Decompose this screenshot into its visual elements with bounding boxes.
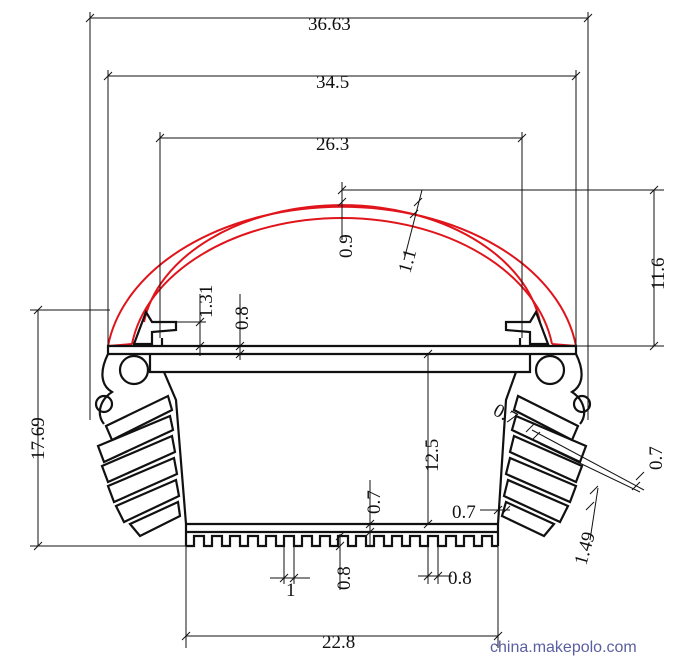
clip-left [132,309,178,346]
heatsink-body [94,338,592,548]
dim-base-wall: 0.7 [452,502,476,523]
dimension-labels: 36.63 34.5 26.3 11.6 0.9 1.1 1.31 0.8 17… [28,14,669,653]
dim-cover-thickness-edge: 1.1 [395,247,422,276]
dim-fin-spacing: 1.49 [571,530,600,568]
dim-cover-thickness: 0.9 [336,234,357,258]
dim-outer-width: 34.5 [316,72,349,93]
dim-base-thickness: 0.7 [364,490,385,514]
dim-overall-width: 36.63 [308,14,351,35]
dim-body-height: 17.69 [28,417,49,460]
dimension-lines [30,12,664,648]
watermark-text: china.makepolo.com [490,639,637,656]
dim-base-width: 22.8 [322,632,355,653]
dim-clip-height: 1.31 [196,285,217,318]
dim-inner-width: 26.3 [316,134,349,155]
dim-base-fin-gap-right: 0.8 [448,568,472,589]
clip-right [504,309,550,346]
dim-inner-height: 12.5 [422,439,443,472]
dim-clip-thickness: 0.8 [232,306,253,330]
dim-base-fin-width: 1 [286,580,296,601]
dim-cover-height: 11.6 [648,257,669,290]
dim-base-fin-gap-left: 0.8 [334,566,355,590]
dim-fin-thickness-side: 0.7 [646,446,667,470]
